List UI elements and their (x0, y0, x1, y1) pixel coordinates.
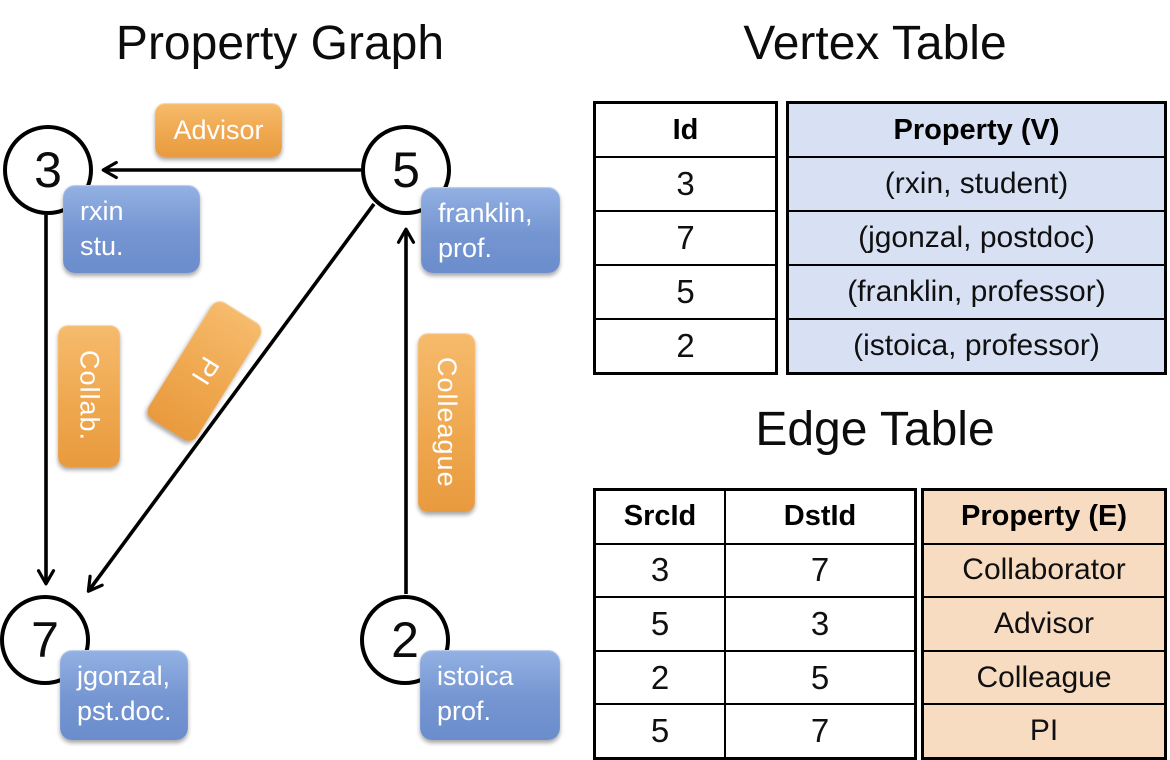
edge-table-property-column: Property (E) Collaborator Advisor Collea… (921, 488, 1167, 760)
edge-table-cell-srcid: 5 (596, 596, 724, 650)
vertex-table-cell-id: 5 (596, 264, 775, 318)
edge-label-text: Collab. (74, 350, 105, 442)
edge-table-cell-srcid: 5 (596, 703, 724, 757)
vertex-table-header-id: Id (672, 113, 699, 146)
node-property-line: prof. (438, 233, 493, 263)
vertex-node-5: 5 (361, 125, 451, 215)
edge-label-advisor: Advisor (155, 103, 282, 157)
edge-5-to-7-pi (86, 202, 376, 593)
node-property-line: stu. (80, 231, 124, 261)
edge-table-cell-property: Colleague (924, 649, 1164, 704)
vertex-node-2: 2 (360, 595, 450, 685)
edge-table-cell-dstid: 5 (726, 649, 914, 704)
vertex-table-cell-property: (franklin, professor) (789, 264, 1164, 318)
edge-table-cell-dstid: 7 (726, 703, 914, 757)
node-property-box-2: istoica prof. (420, 650, 560, 740)
edge-label-collab: Collab. (58, 325, 120, 467)
vertex-table-id-column: Id 3 7 5 2 (593, 101, 778, 375)
edge-label-colleague: Colleague (418, 333, 475, 512)
vertex-table-cell-property: (rxin, student) (789, 156, 1164, 210)
node-property-line: franklin, (438, 198, 533, 228)
property-graph-title: Property Graph (115, 17, 445, 70)
vertex-id-label: 7 (31, 612, 59, 668)
vertex-id-label: 2 (391, 612, 419, 668)
edge-table-title: Edge Table (755, 403, 995, 456)
vertex-table-cell-id: 2 (596, 318, 775, 372)
node-property-line: pst.doc. (77, 696, 172, 726)
vertex-table-header-property: Property (V) (893, 113, 1060, 146)
edge-table-cell-dstid: 3 (726, 596, 914, 650)
vertex-table-cell-property: (istoica, professor) (789, 318, 1164, 372)
edge-label-text: Advisor (173, 114, 264, 145)
edge-table-cell-dstid: 7 (726, 542, 914, 597)
edge-table-srcid-column: SrcId 3 5 2 5 (596, 491, 724, 757)
vertex-table-cell-id: 3 (596, 156, 775, 210)
edge-table-id-columns: SrcId 3 5 2 5 DstId 7 3 5 7 (593, 488, 917, 760)
edge-table-cell-srcid: 3 (596, 542, 724, 597)
vertex-table-property-column: Property (V) (rxin, student) (jgonzal, p… (786, 101, 1167, 375)
node-property-box-5: franklin, prof. (421, 187, 560, 273)
vertex-table-cell-property: (jgonzal, postdoc) (789, 210, 1164, 264)
vertex-table-title: Vertex Table (743, 17, 1007, 70)
edge-table-cell-property: PI (924, 703, 1164, 757)
node-property-line: jgonzal, (77, 661, 171, 691)
edge-table-header-srcid: SrcId (623, 500, 697, 533)
edge-label-text: Colleague (432, 357, 462, 488)
edge-table-dstid-column: DstId 7 3 5 7 (724, 491, 914, 757)
node-property-box-7: jgonzal, pst.doc. (60, 650, 188, 740)
vertex-id-label: 5 (392, 142, 420, 198)
node-property-line: rxin (80, 196, 124, 226)
edge-table-header-property: Property (E) (961, 500, 1127, 533)
edge-label-text: PI (184, 351, 225, 391)
edge-table-header-dstid: DstId (783, 500, 857, 533)
node-property-line: istoica (437, 661, 514, 691)
edge-table-cell-property: Collaborator (924, 542, 1164, 597)
vertex-id-label: 3 (34, 142, 62, 198)
edge-table-cell-property: Advisor (924, 596, 1164, 650)
graph-edges-canvas (36, 160, 416, 594)
edge-table-cell-srcid: 2 (596, 649, 724, 704)
vertex-table-cell-id: 7 (596, 210, 775, 264)
node-property-box-3: rxin stu. (63, 185, 200, 273)
node-property-line: prof. (437, 696, 492, 726)
